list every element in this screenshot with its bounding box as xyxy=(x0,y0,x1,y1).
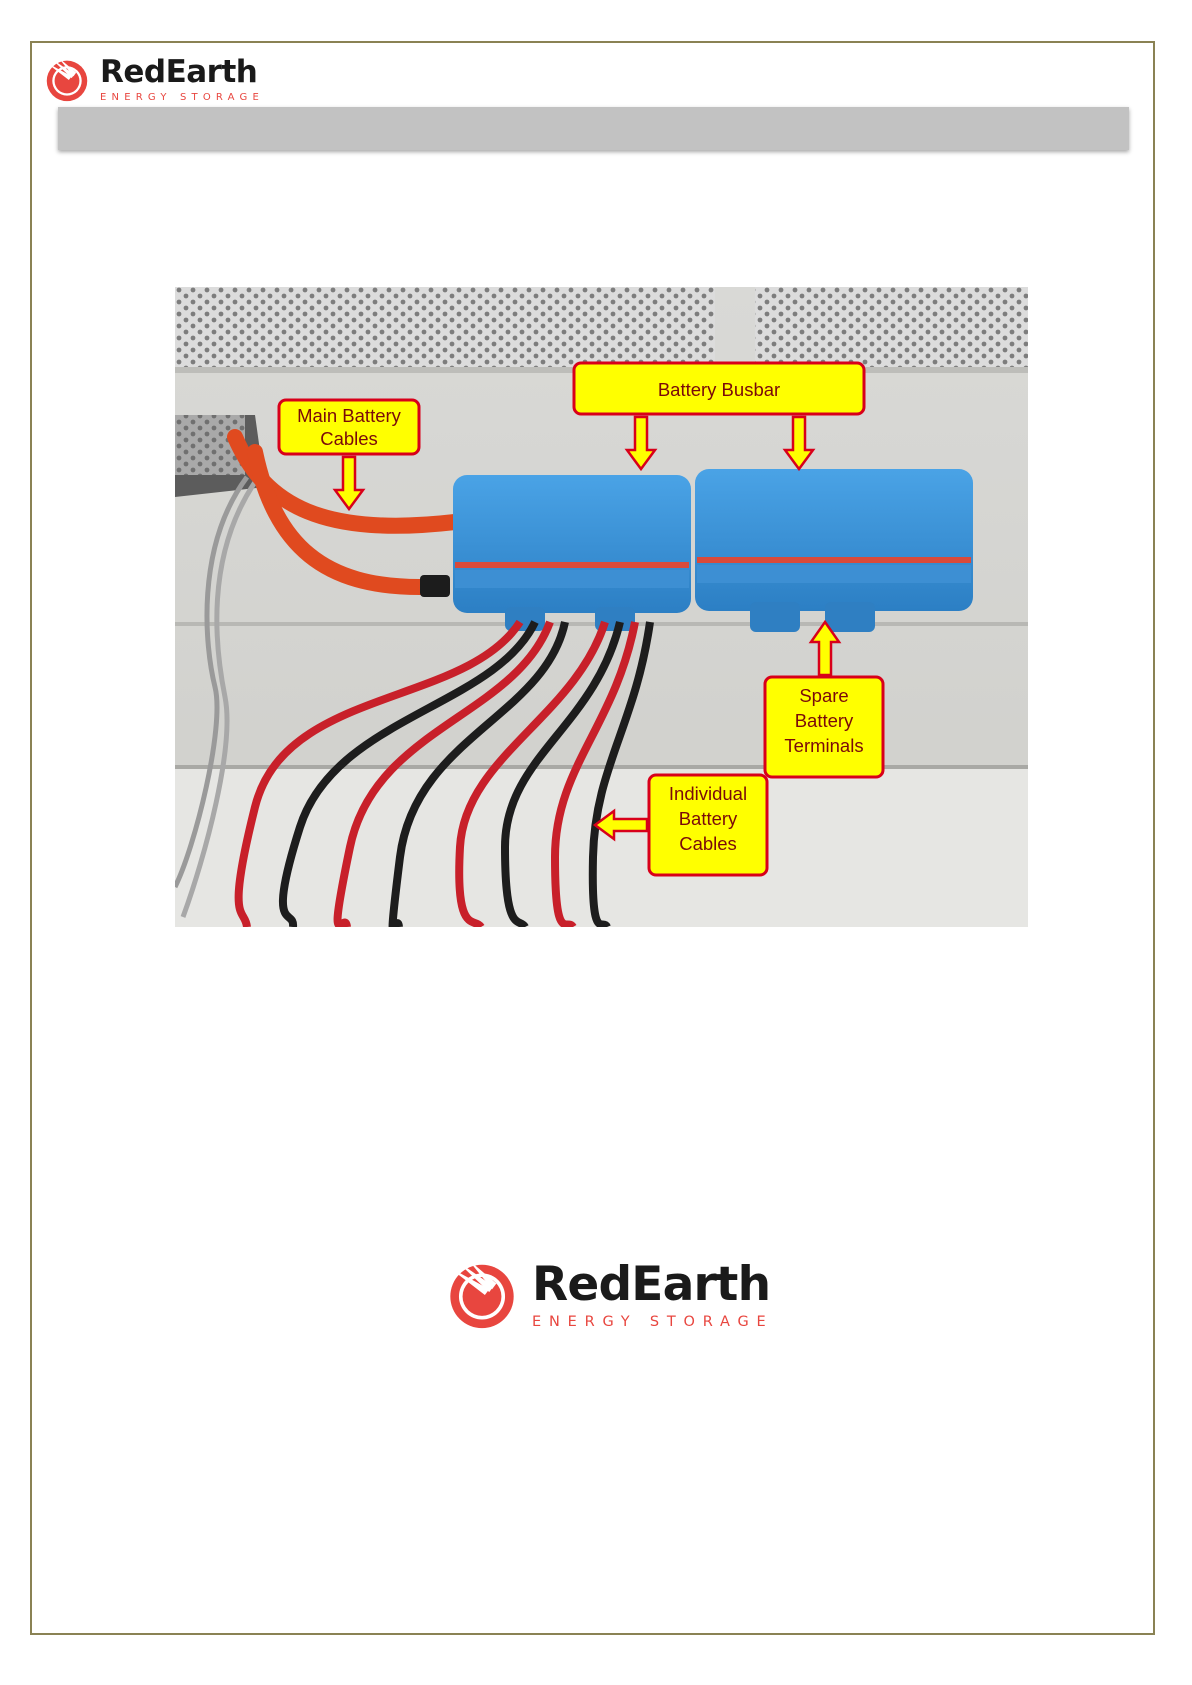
callout-spare-battery-terminals-line2: Battery xyxy=(795,710,854,731)
callout-battery-busbar-label: Battery Busbar xyxy=(658,379,780,400)
brand-name: RedEarth xyxy=(532,1261,773,1308)
callout-individual-battery-cables-line1: Individual xyxy=(669,783,747,804)
battery-busbar-photo: Main Battery Cables Battery Busbar Spare… xyxy=(175,287,1028,927)
header-logo: RedEarth ENERGY STORAGE xyxy=(44,57,264,103)
brand-tagline: ENERGY STORAGE xyxy=(532,1315,773,1330)
callout-individual-battery-cables-line3: Cables xyxy=(679,833,737,854)
redearth-logo-icon xyxy=(446,1259,518,1331)
callout-individual-battery-cables-line2: Battery xyxy=(679,808,738,829)
callout-spare-battery-terminals-line1: Spare xyxy=(799,685,848,706)
brand-tagline: ENERGY STORAGE xyxy=(100,93,264,103)
callout-main-battery-cables-line2: Cables xyxy=(320,428,378,449)
redearth-logo-icon xyxy=(44,57,90,103)
header-bar xyxy=(58,107,1129,150)
callout-spare-battery-terminals-line3: Terminals xyxy=(784,735,863,756)
brand-name: RedEarth xyxy=(100,57,264,88)
footer-logo: RedEarth ENERGY STORAGE xyxy=(446,1259,773,1331)
callout-main-battery-cables-line1: Main Battery xyxy=(297,405,402,426)
